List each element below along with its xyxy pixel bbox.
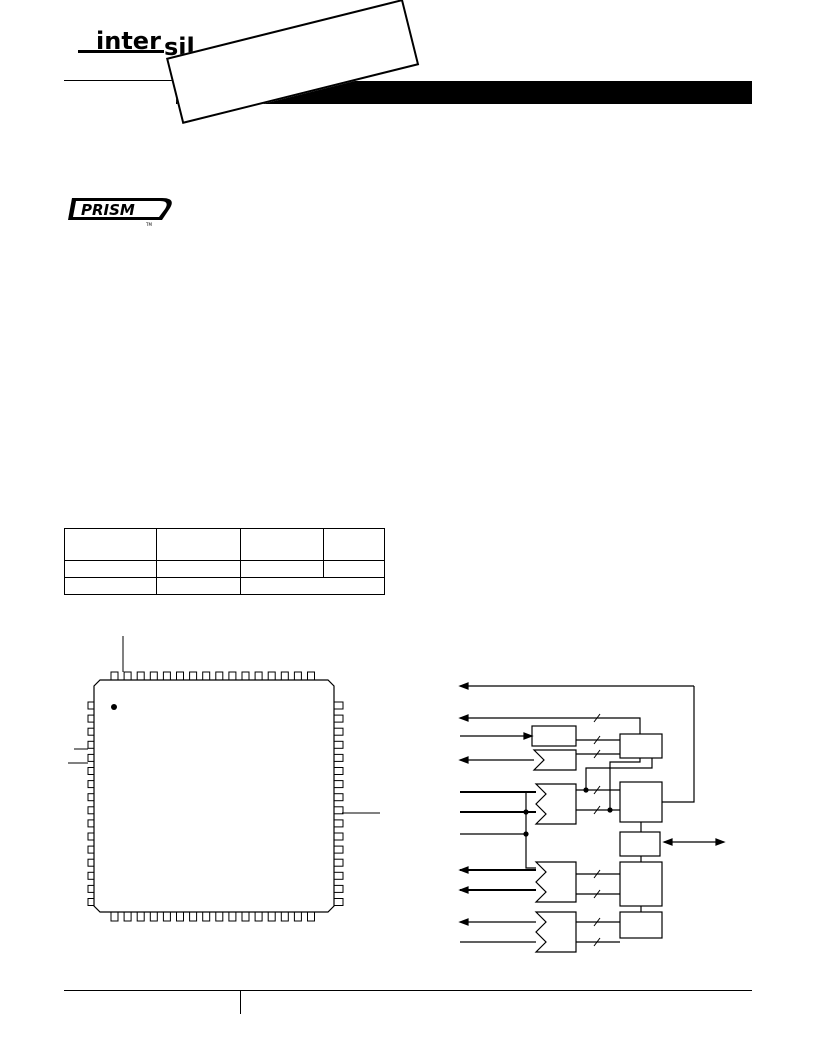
signal-line xyxy=(460,717,641,734)
block xyxy=(531,725,577,747)
intersil-logo: inter sil xyxy=(78,27,195,61)
package-pin xyxy=(333,898,344,906)
arrowhead xyxy=(662,838,673,846)
arrowhead xyxy=(523,732,534,740)
ordering-info-table xyxy=(64,528,385,595)
arrowhead xyxy=(458,918,469,926)
package-pin xyxy=(333,740,344,749)
table-row xyxy=(64,577,385,595)
footer-rule xyxy=(64,990,752,991)
package-pin xyxy=(176,911,184,922)
package-pin xyxy=(333,871,344,880)
junction-dot xyxy=(583,787,589,793)
signal-line xyxy=(525,792,536,869)
package-pin xyxy=(333,727,344,736)
footer-divider xyxy=(240,990,241,1014)
table-cell xyxy=(155,577,242,595)
arrowhead xyxy=(458,866,469,874)
package-pin xyxy=(293,911,302,922)
pin1-marker xyxy=(111,704,117,710)
package-pin xyxy=(333,845,344,854)
junction-dot xyxy=(607,807,613,813)
table-cell xyxy=(240,560,325,578)
package-body xyxy=(93,679,335,913)
package-pin xyxy=(333,701,344,710)
package-pin xyxy=(333,858,344,867)
block xyxy=(619,781,663,823)
arrowhead xyxy=(458,714,469,722)
package-pin xyxy=(110,911,119,922)
table-cell xyxy=(64,560,157,578)
arrowhead xyxy=(458,886,469,894)
package-pin xyxy=(333,767,344,775)
package-pin xyxy=(333,884,344,893)
rotated-stamp-box xyxy=(166,0,420,124)
package-pin xyxy=(241,911,250,922)
table-cell xyxy=(64,577,157,595)
buffer xyxy=(534,861,577,903)
buffer xyxy=(534,783,577,825)
svg-text:TM: TM xyxy=(145,222,152,227)
block xyxy=(619,911,663,939)
package-pin xyxy=(333,793,344,802)
package-pin xyxy=(280,911,289,922)
package-pin xyxy=(307,911,315,922)
package-pin xyxy=(202,911,211,922)
table-cell xyxy=(323,560,385,578)
signal-line xyxy=(662,686,695,803)
chip-pinout-diagram xyxy=(68,636,380,922)
signal-line xyxy=(609,758,641,810)
package-pin xyxy=(333,806,344,815)
svg-text:PRISM: PRISM xyxy=(81,201,135,219)
prism-logo: PRISM TM xyxy=(68,198,172,227)
arrowhead xyxy=(715,838,726,846)
buffer xyxy=(532,749,577,771)
block-diagram xyxy=(458,682,726,953)
bus-slashes xyxy=(593,713,601,947)
package-pin xyxy=(162,911,171,922)
package-pin xyxy=(228,911,237,922)
arrowhead xyxy=(458,756,469,764)
junction-dot xyxy=(523,831,529,837)
header-rule xyxy=(64,80,174,81)
block xyxy=(619,733,663,759)
table-cell xyxy=(64,528,157,561)
table-cell xyxy=(240,528,325,561)
table-cell xyxy=(155,528,242,561)
junction-dot xyxy=(523,809,529,815)
package-pin xyxy=(123,911,132,922)
table-header-row xyxy=(64,528,385,561)
package-pin xyxy=(333,714,344,723)
block xyxy=(619,831,661,857)
buffer xyxy=(534,911,577,953)
package-pin xyxy=(333,832,344,841)
package-pin xyxy=(149,911,158,922)
block xyxy=(619,861,663,907)
package-pin xyxy=(215,911,224,922)
table-cell xyxy=(240,577,385,595)
package-pin xyxy=(267,911,276,922)
package-pin xyxy=(333,753,344,762)
table-row xyxy=(64,560,385,578)
table-cell xyxy=(155,560,242,578)
package-pin xyxy=(333,780,344,789)
package-pin xyxy=(333,819,344,828)
signal-line xyxy=(585,758,653,790)
package-pin xyxy=(136,911,145,922)
table-cell xyxy=(323,528,385,561)
package-pin xyxy=(189,911,198,922)
arrowhead xyxy=(458,682,469,690)
package-pin xyxy=(254,911,263,922)
